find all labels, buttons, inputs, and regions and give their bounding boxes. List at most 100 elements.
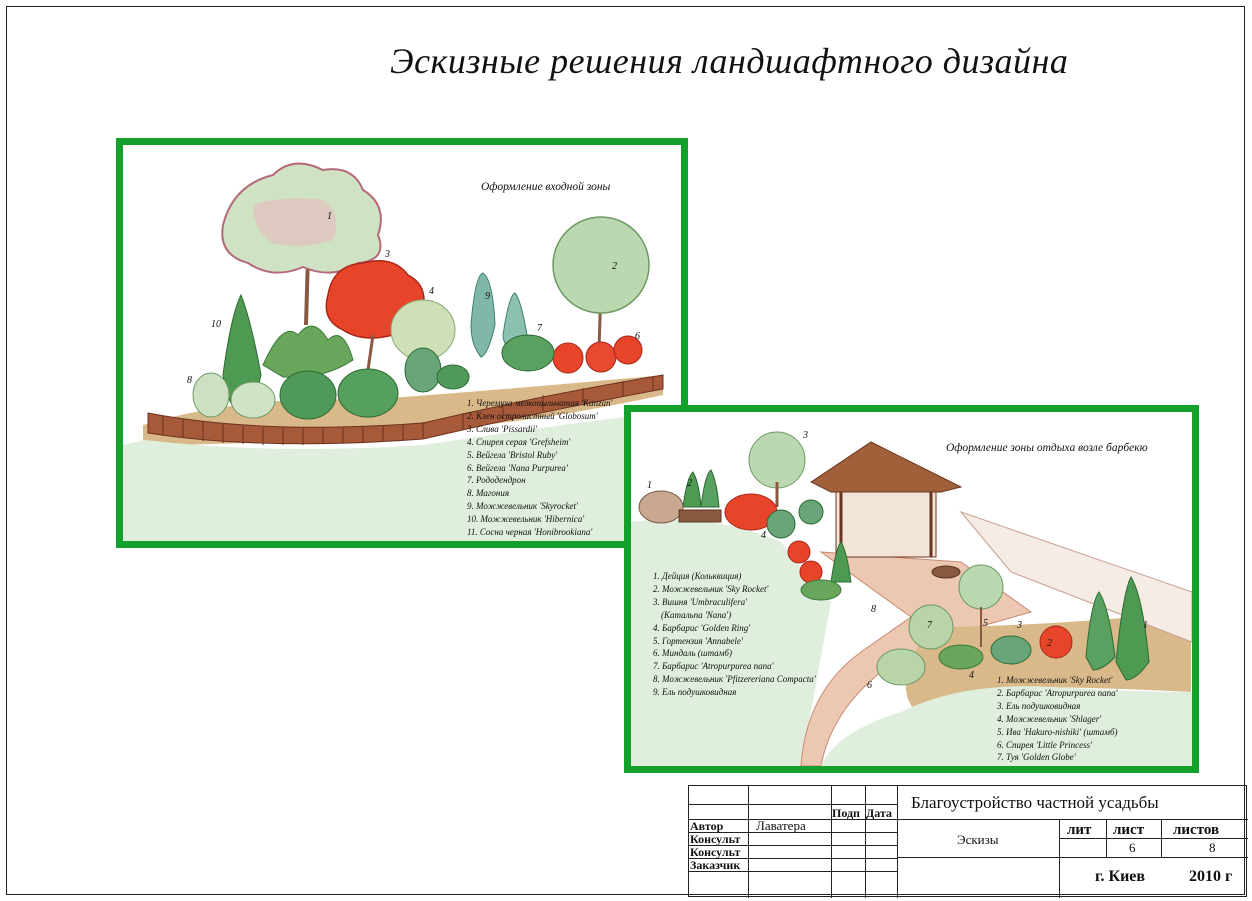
grid-line	[865, 786, 866, 898]
customer-label: Заказчик	[690, 858, 741, 872]
lawn-right	[821, 686, 1192, 766]
legend-item: 4. Можжевельник 'Shlager'	[997, 713, 1102, 724]
juniper-shlager	[990, 635, 1032, 665]
legend-item: 3. Вишня 'Umbraculifera'	[653, 596, 748, 607]
legend-item: 7. Рододендрон	[467, 475, 526, 486]
legend-item: 6. Вейгела 'Nana Purpurea'	[467, 462, 568, 473]
tree-2-crown	[552, 216, 650, 314]
legend-item: 3. Слива 'Pissardii'	[467, 423, 538, 434]
juniper-sky-rocket-a	[1085, 591, 1116, 671]
plant-number: 3	[1017, 620, 1022, 631]
signature-header: Подп	[832, 806, 860, 820]
garden-bench	[678, 509, 722, 523]
plant-number-10: 10	[211, 319, 221, 330]
legend-item: 5. Ива 'Hakuro-nishiki' (штамб)	[997, 726, 1118, 737]
grid-line	[748, 786, 749, 898]
conifer-2b	[700, 469, 720, 508]
listov-header: листов	[1173, 822, 1220, 838]
red-shrub-small	[787, 540, 811, 564]
plant-number: 2	[1047, 638, 1052, 649]
plant-number-2: 2	[612, 261, 617, 272]
grid-line	[831, 786, 832, 898]
tree-3-trunk	[366, 334, 375, 371]
sheet-number: 6	[1129, 840, 1136, 855]
legend-item: 1. Черемуха мелкопыльчатая 'Kanzan'	[467, 398, 613, 408]
sheet-count: 8	[1209, 840, 1216, 855]
shrub-small	[436, 364, 470, 390]
shrub-6a	[552, 342, 584, 374]
conifer-small	[404, 347, 442, 393]
juniper-sky-rocket-b	[1115, 575, 1150, 681]
plant-number: 1	[1143, 620, 1148, 631]
legend-item: 9. Ель подушковидная	[653, 687, 737, 698]
grid-line	[689, 845, 897, 846]
title-block: Благоустройство частной усадьбы Подп Дат…	[688, 785, 1248, 898]
legend-item: 7. Барбарис 'Atropurpurea nana'	[653, 661, 774, 672]
date-header: Дата	[866, 806, 892, 820]
plant-number: 4	[969, 670, 974, 681]
gazebo-body	[835, 491, 937, 558]
shrub-6c	[613, 335, 643, 365]
willow-standard	[958, 564, 1004, 610]
shrub-near-gazebo	[766, 509, 796, 539]
legend-item: 8. Магония	[467, 488, 510, 499]
shrub-light	[230, 381, 276, 419]
legend-item: 5. Гортензия 'Annabele'	[653, 635, 743, 646]
conifer-9a	[470, 272, 496, 358]
plant-number: 8	[871, 604, 876, 615]
plant-number-8: 8	[187, 375, 192, 386]
sheet-border	[6, 6, 1245, 895]
bbq-sketch-drawing	[631, 431, 1192, 766]
thuja-globe	[876, 648, 926, 686]
grid-line	[897, 786, 898, 898]
list-header: лист	[1113, 822, 1145, 838]
grass-clump	[262, 325, 354, 378]
grid-line	[1059, 838, 1248, 839]
plant-number: 5	[983, 618, 988, 629]
legend-item: 9. Можжевельник 'Skyrocket'	[467, 501, 578, 512]
mahonia-8	[192, 372, 230, 418]
weigela-5b	[337, 368, 399, 418]
patio-table	[931, 565, 961, 579]
shrub-6b	[585, 341, 617, 373]
author-value: Лаватера	[756, 818, 806, 833]
bbq-sketch-panel: Оформление зоны отдыха возле барбекю 1 2…	[624, 405, 1199, 773]
entrance-legend: 1. Черемуха мелкопыльчатая 'Kanzan' 2. К…	[467, 397, 612, 539]
plant-number-7: 7	[537, 323, 542, 334]
deutzia-1	[638, 490, 684, 524]
legend-item: 11. Сосна черная 'Honibrookiana'	[467, 527, 593, 538]
page-title: Эскизные решения ландшафтного дизайна	[390, 41, 1069, 81]
conifer-small	[830, 541, 852, 583]
spruce-cushion	[938, 644, 984, 670]
plant-number: 6	[867, 680, 872, 691]
plant-number: 7	[927, 620, 932, 631]
consultant-label: Консульт	[690, 845, 741, 859]
legend-item: 8. Можжевельник 'Pfitzereriana Compacta'	[653, 674, 816, 685]
legend-item: 6. Миндаль (штамб)	[653, 648, 732, 659]
tree-3	[748, 431, 806, 489]
legend-item: 2. Барбарис 'Atropurpurea nana'	[997, 687, 1118, 698]
lawn	[123, 410, 681, 541]
consultant-label: Консульт	[690, 832, 741, 846]
lawn-left	[631, 519, 831, 766]
plant-number-1: 1	[327, 211, 332, 222]
project-name: Благоустройство частной усадьбы	[911, 793, 1159, 812]
legend-item: 10. Можжевельник 'Hibernica'	[467, 514, 585, 525]
lit-header: лит	[1067, 822, 1092, 838]
legend-item: 1. Можжевельник 'Sky Rocket'	[997, 675, 1113, 685]
legend-item: 2. Можжевельник 'Sky Rocket'	[653, 583, 769, 594]
legend-item: 1. Дейция (Кольквиция)	[653, 571, 742, 581]
legend-item: 4. Спирея серая 'Grefsheim'	[467, 436, 571, 447]
grid-line	[689, 871, 897, 872]
plant-number-9: 9	[485, 291, 490, 302]
legend-item: 2. Клен остролистный 'Globosum'	[467, 410, 598, 421]
legend-item: 7. Туя 'Golden Globe'	[997, 752, 1076, 763]
weigela-5a	[279, 370, 337, 420]
rhododendron-7	[501, 334, 555, 372]
grid-line	[897, 857, 1248, 858]
barberry	[1039, 625, 1073, 659]
plant-number: 4	[761, 530, 766, 541]
shrub-near-gazebo	[798, 499, 824, 525]
plant-number-6: 6	[635, 331, 640, 342]
juniper-spread	[800, 579, 842, 601]
